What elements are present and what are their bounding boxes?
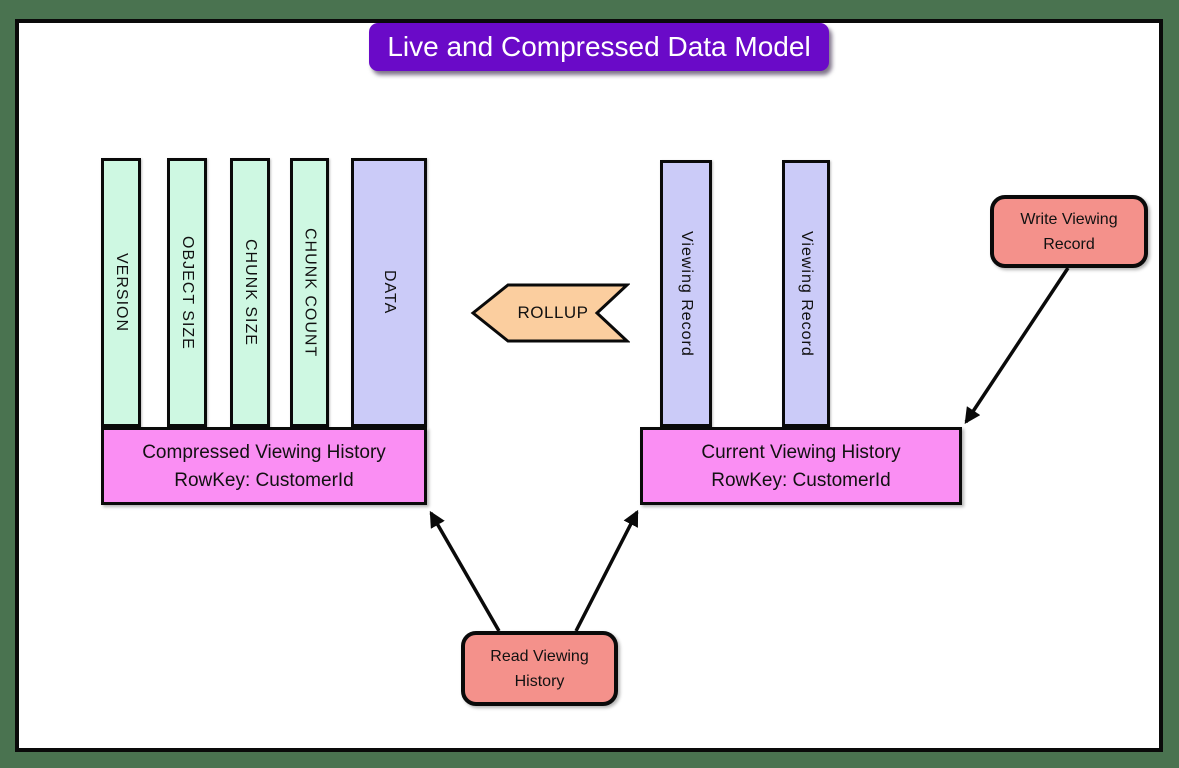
column-chunk-size-label: CHUNK SIZE bbox=[242, 239, 259, 346]
current-box-title: Current Viewing History bbox=[701, 442, 901, 463]
diagram-title: Live and Compressed Data Model bbox=[369, 23, 829, 71]
compressed-viewing-history-box: Compressed Viewing History RowKey: Custo… bbox=[101, 427, 427, 505]
rollup-chevron-icon bbox=[470, 283, 630, 343]
column-version-label: VERSION bbox=[113, 252, 130, 332]
column-viewing-record-2: Viewing Record bbox=[782, 160, 830, 427]
column-viewing-record-1: Viewing Record bbox=[660, 160, 712, 427]
current-box-rowkey: RowKey: CustomerId bbox=[711, 470, 891, 491]
column-chunk-size: CHUNK SIZE bbox=[230, 158, 270, 427]
read-viewing-history-box: Read Viewing History bbox=[461, 631, 618, 706]
compressed-box-title: Compressed Viewing History bbox=[142, 442, 386, 463]
column-viewing-record-1-label: Viewing Record bbox=[678, 230, 695, 357]
column-object-size-label: OBJECT SIZE bbox=[179, 235, 196, 350]
column-object-size: OBJECT SIZE bbox=[167, 158, 207, 427]
write-viewing-record-box: Write Viewing Record bbox=[990, 195, 1148, 268]
compressed-box-rowkey: RowKey: CustomerId bbox=[174, 470, 354, 491]
column-version: VERSION bbox=[101, 158, 141, 427]
column-chunk-count: CHUNK COUNT bbox=[290, 158, 329, 427]
column-viewing-record-2-label: Viewing Record bbox=[798, 230, 815, 357]
current-viewing-history-box: Current Viewing History RowKey: Customer… bbox=[640, 427, 962, 505]
column-data-label: DATA bbox=[381, 270, 398, 315]
column-data: DATA bbox=[351, 158, 427, 427]
rollup-arrow-shape bbox=[470, 283, 630, 343]
read-viewing-history-label: Read Viewing History bbox=[490, 647, 589, 690]
write-viewing-record-label: Write Viewing Record bbox=[1020, 210, 1118, 253]
rollup-label: ROLLUP bbox=[517, 303, 589, 322]
rollup-arrow: ROLLUP bbox=[470, 282, 630, 344]
column-chunk-count-label: CHUNK COUNT bbox=[301, 227, 319, 358]
